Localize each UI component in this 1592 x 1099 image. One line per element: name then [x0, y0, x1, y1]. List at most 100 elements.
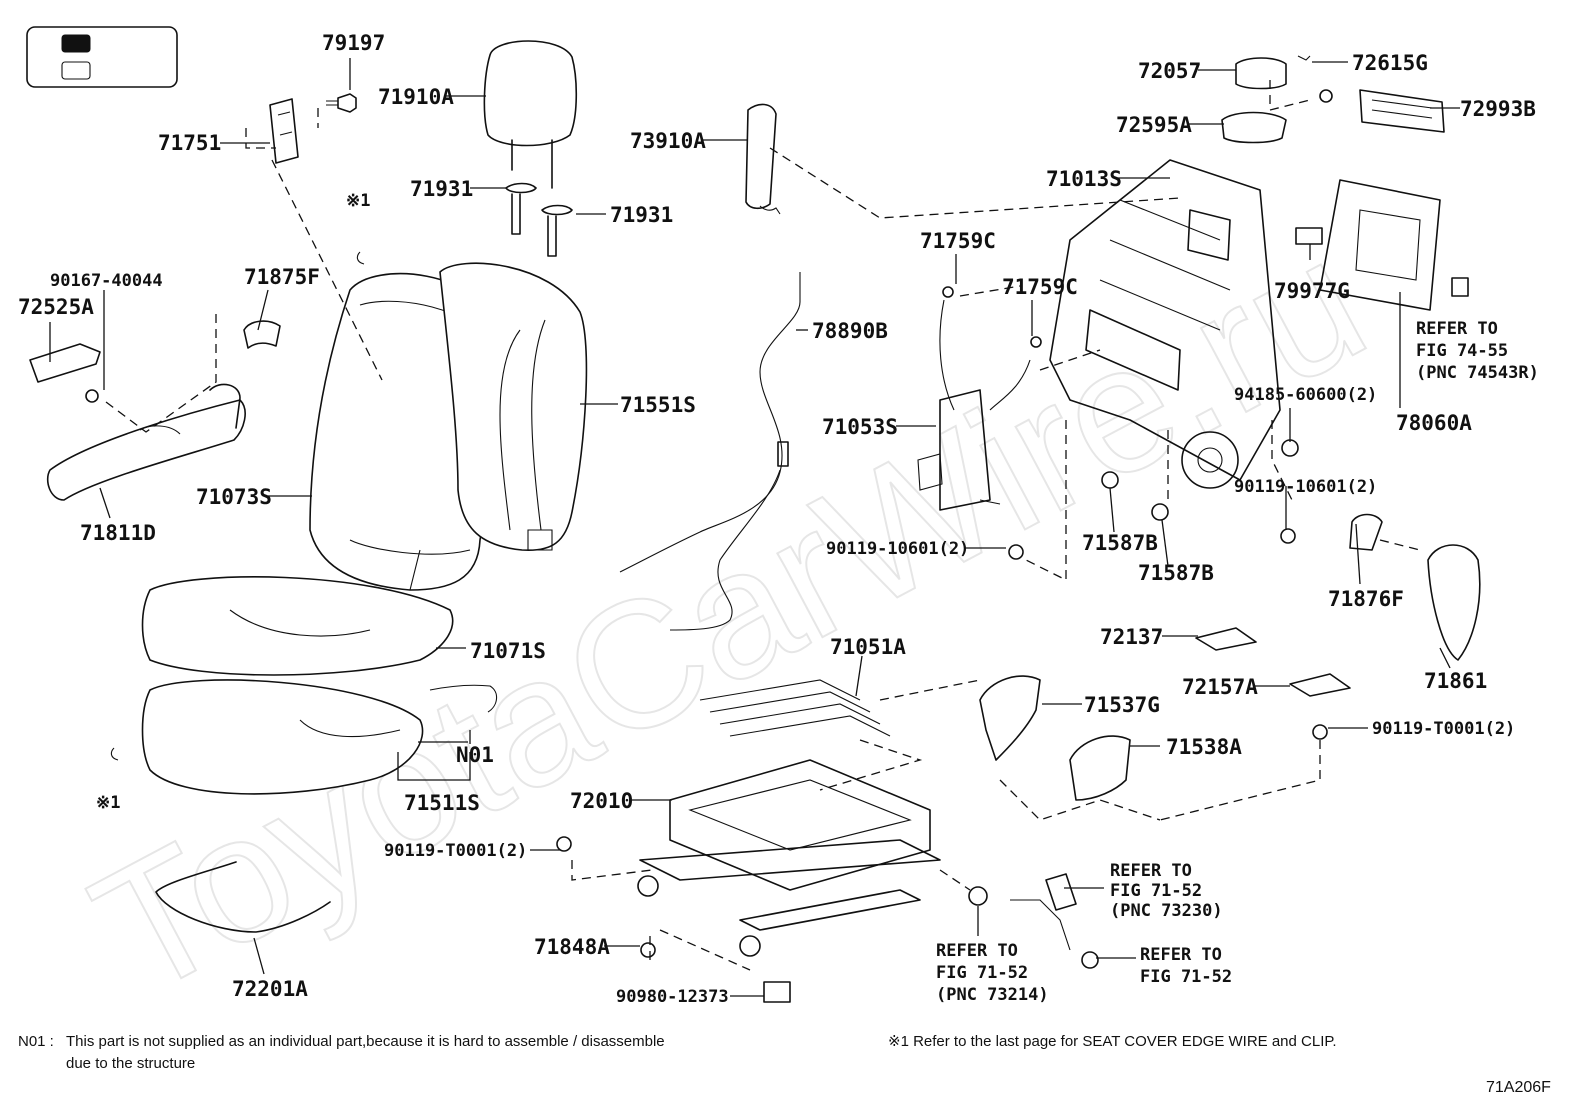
footer-notes: N01 : This part is not supplied as an in…	[18, 1033, 1551, 1096]
edge-wire-72201a	[155, 861, 331, 933]
headrest-71910a	[483, 40, 578, 189]
label-71537g: 71537G	[1084, 693, 1160, 717]
svg-text:REFER TO: REFER TO	[1140, 945, 1222, 965]
label-72010: 72010	[570, 789, 633, 813]
label-71071s: 71071S	[470, 639, 546, 663]
label-72615g: 72615G	[1352, 51, 1428, 75]
svg-text:REFER TO: REFER TO	[1416, 319, 1498, 339]
cover-71861	[1427, 544, 1481, 661]
label-71931-a: 71931	[410, 177, 473, 201]
label-clip-mark-a: ※1	[346, 191, 370, 211]
svg-text:FIG 71-52: FIG 71-52	[936, 963, 1028, 983]
clip-hook-a	[356, 251, 365, 265]
label-90119-10601-b: 90119-10601(2)	[1234, 477, 1377, 497]
label-90119-10601-a: 90119-10601(2)	[826, 539, 969, 559]
label-73910a: 73910A	[630, 129, 706, 153]
label-71751: 71751	[158, 131, 221, 155]
label-71848a: 71848A	[534, 935, 610, 959]
armrest-71811d	[46, 383, 246, 501]
label-71811d: 71811D	[80, 521, 156, 545]
cover-72137	[1195, 627, 1257, 651]
reference-fig-71-52-a: REFER TO FIG 71-52 (PNC 73230)	[1110, 861, 1223, 921]
panel-72993b	[1359, 89, 1445, 133]
bracket-71751	[269, 98, 299, 164]
label-72057: 72057	[1138, 59, 1201, 83]
label-71759c-a: 71759C	[920, 229, 996, 253]
note-n01-line1: This part is not supplied as an individu…	[66, 1033, 665, 1050]
label-71931-b: 71931	[610, 203, 673, 227]
clip-71759c-b	[1030, 336, 1042, 348]
label-72137: 72137	[1100, 625, 1163, 649]
label-71876f: 71876F	[1328, 587, 1404, 611]
reference-fig-74-55: REFER TO FIG 74-55 (PNC 74543R)	[1416, 319, 1539, 383]
label-72993b: 72993B	[1460, 97, 1536, 121]
block-90980	[763, 981, 791, 1003]
knob-72057	[1235, 57, 1287, 90]
leader-lines	[49, 58, 1460, 997]
guide-71931-a	[505, 182, 537, 235]
note-n01-code: N01 :	[18, 1033, 54, 1050]
cap-71875f	[243, 320, 281, 349]
label-90119-t0001-a: 90119-T0001(2)	[1372, 719, 1515, 739]
shield-71537g	[979, 675, 1041, 761]
label-90167-40044: 90167-40044	[50, 271, 163, 291]
svg-text:(PNC 73230): (PNC 73230)	[1110, 901, 1223, 921]
bolt-90119-t0001-b	[556, 836, 572, 852]
bolt-79197	[326, 93, 357, 113]
label-71587b-a: 71587B	[1082, 531, 1158, 555]
label-90980-12373: 90980-12373	[616, 987, 729, 1007]
note-clip: ※1 Refer to the last page for SEAT COVER…	[888, 1033, 1337, 1050]
shield-71538a	[1069, 735, 1131, 801]
figure-id: 71A206F	[1486, 1079, 1551, 1096]
bolt-71848a	[640, 942, 656, 958]
bolt-90167	[85, 389, 99, 403]
cover-72157a	[1289, 673, 1351, 697]
backboard-78060a	[1319, 179, 1469, 311]
wire-n01	[429, 684, 498, 713]
bolt-90119-t0001-a	[1312, 724, 1328, 740]
lumbar-71053s	[917, 299, 1031, 511]
note-n01-line2: due to the structure	[66, 1055, 195, 1072]
label-72525a: 72525A	[18, 295, 94, 319]
cap-71876f	[1349, 513, 1383, 551]
bolt-90119-10601-a	[1008, 544, 1024, 560]
legend-swatch-filled	[61, 34, 91, 53]
label-71511s: 71511S	[404, 791, 480, 815]
label-n01: N01	[456, 743, 494, 767]
guide-lines	[105, 80, 1421, 971]
seatback-frame-71013s	[1049, 159, 1281, 489]
label-71551s: 71551S	[620, 393, 696, 417]
legend-box	[26, 26, 178, 88]
label-71759c-b: 71759C	[1002, 275, 1078, 299]
svg-text:REFER TO: REFER TO	[936, 941, 1018, 961]
label-94185-60600: 94185-60600(2)	[1234, 385, 1377, 405]
label-71538a: 71538A	[1166, 735, 1242, 759]
nut-fig71-52	[1081, 951, 1099, 969]
label-78890b: 78890B	[812, 319, 888, 343]
seat-frame-72010	[637, 759, 941, 957]
label-71587b-b: 71587B	[1138, 561, 1214, 585]
nut-pnc73214	[968, 886, 988, 906]
cable-78890b	[619, 272, 801, 631]
nut-94185	[1281, 439, 1299, 457]
seat-cover-71071s	[141, 576, 454, 676]
reference-fig-71-52-b: REFER TO FIG 71-52 (PNC 73214)	[936, 941, 1049, 1005]
label-71875f: 71875F	[244, 265, 320, 289]
label-clip-mark-b: ※1	[96, 793, 120, 813]
label-71073s: 71073S	[196, 485, 272, 509]
svg-text:REFER TO: REFER TO	[1110, 861, 1192, 881]
label-71051a: 71051A	[830, 635, 906, 659]
cover-72525a	[29, 343, 101, 383]
clip-72615g	[1297, 55, 1311, 61]
seatback-pad-71551s	[439, 262, 588, 552]
svg-text:(PNC 73214): (PNC 73214)	[936, 985, 1049, 1005]
svg-text:(PNC 74543R): (PNC 74543R)	[1416, 363, 1539, 383]
label-72595a: 72595A	[1116, 113, 1192, 137]
label-90119-t0001-b: 90119-T0001(2)	[384, 841, 527, 861]
svg-text:FIG 71-52: FIG 71-52	[1140, 967, 1232, 987]
clip-71759c-a	[942, 286, 954, 298]
label-71053s: 71053S	[822, 415, 898, 439]
reference-fig-71-52-c: REFER TO FIG 71-52	[1140, 945, 1232, 987]
